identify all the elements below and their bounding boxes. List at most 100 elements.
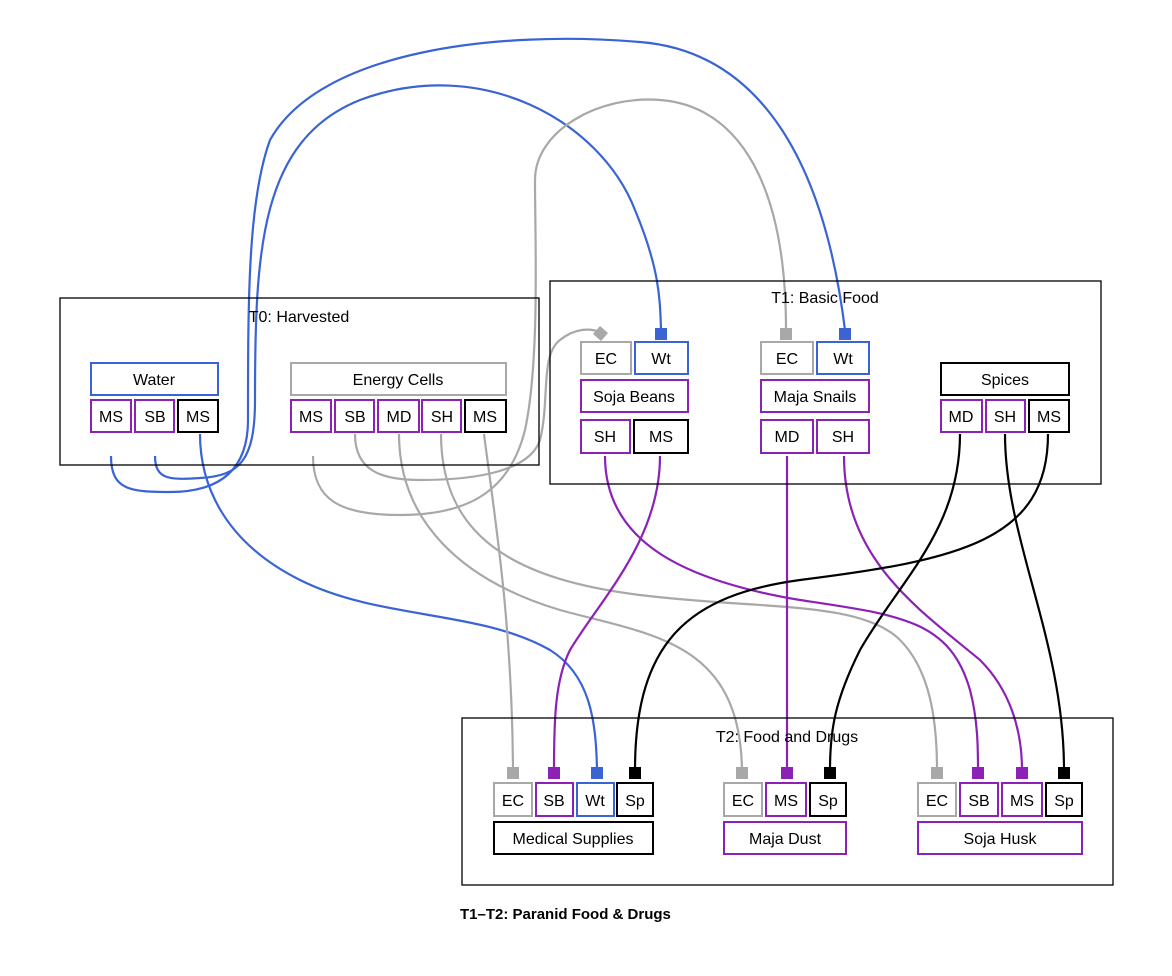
port-maja-snails-out-sh[interactable]: SH xyxy=(816,419,870,454)
port-energy-out-ms-purple[interactable]: MS xyxy=(290,399,332,433)
port-water-out-ms-purple[interactable]: MS xyxy=(90,399,132,433)
node-water[interactable]: Water MS SB MS xyxy=(90,362,219,433)
arrowhead-soja-beans-ec xyxy=(593,326,608,341)
port-label: SH xyxy=(594,429,616,446)
node-maja-snails[interactable]: EC Wt Maja Snails MD SH xyxy=(760,341,870,454)
arrowhead-maja-dust-ms xyxy=(781,767,793,779)
node-medical-supplies[interactable]: EC SB Wt Sp Medical Supplies xyxy=(493,782,654,855)
port-spices-out-md[interactable]: MD xyxy=(940,399,983,433)
arrowhead-medical-supplies-sb xyxy=(548,767,560,779)
edge-water-to-soja-beans-wt xyxy=(153,84,663,480)
edge-spices-to-soja-husk-sp xyxy=(1003,433,1066,771)
port-label: MS xyxy=(649,429,673,446)
port-maja-dust-in-sp[interactable]: Sp xyxy=(809,782,847,817)
port-soja-beans-in-ec[interactable]: EC xyxy=(580,341,632,375)
port-label: Sp xyxy=(818,793,838,810)
node-soja-beans-label: Soja Beans xyxy=(593,389,675,406)
edge-water-to-medical-supplies-wt xyxy=(198,433,599,771)
node-soja-husk[interactable]: EC SB MS Sp Soja Husk xyxy=(917,782,1083,855)
port-water-out-ms-black[interactable]: MS xyxy=(177,399,219,433)
port-label: MS xyxy=(299,409,323,426)
port-maja-dust-in-ec[interactable]: EC xyxy=(723,782,763,817)
edge-spices-to-medical-supplies-sp xyxy=(633,433,1050,771)
port-label: Sp xyxy=(1054,793,1074,810)
port-maja-dust-in-ms[interactable]: MS xyxy=(765,782,807,817)
port-soja-beans-out-sh[interactable]: SH xyxy=(580,419,631,454)
port-spices-out-sh[interactable]: SH xyxy=(985,399,1026,433)
port-label: SB xyxy=(344,409,365,426)
port-label: MD xyxy=(387,409,412,426)
port-label: Wt xyxy=(585,793,605,810)
port-soja-beans-in-wt[interactable]: Wt xyxy=(634,341,689,375)
edge-energy-to-medical-supplies-ec xyxy=(482,433,515,771)
arrowhead-soja-husk-ms xyxy=(1016,767,1028,779)
port-medical-supplies-in-sb[interactable]: SB xyxy=(535,782,574,817)
port-medical-supplies-in-ec[interactable]: EC xyxy=(493,782,533,817)
diagram-caption: T1–T2: Paranid Food & Drugs xyxy=(460,906,671,923)
port-label: MS xyxy=(1010,793,1034,810)
port-label: SH xyxy=(994,409,1016,426)
arrowhead-soja-beans-wt xyxy=(655,328,667,340)
arrowhead-soja-husk-sp xyxy=(1058,767,1070,779)
node-spices-label: Spices xyxy=(981,372,1029,389)
port-label: MD xyxy=(775,429,800,446)
port-energy-out-sh[interactable]: SH xyxy=(421,399,462,433)
port-soja-husk-in-ms[interactable]: MS xyxy=(1001,782,1043,817)
node-soja-husk-label: Soja Husk xyxy=(964,831,1038,848)
port-energy-out-sb[interactable]: SB xyxy=(334,399,375,433)
node-medical-supplies-label: Medical Supplies xyxy=(513,831,634,848)
arrowhead-medical-supplies-sp xyxy=(629,767,641,779)
port-medical-supplies-in-sp[interactable]: Sp xyxy=(616,782,654,817)
node-maja-dust[interactable]: EC MS Sp Maja Dust xyxy=(723,782,847,855)
port-maja-snails-in-wt[interactable]: Wt xyxy=(816,341,870,375)
port-label: EC xyxy=(502,793,524,810)
node-soja-beans[interactable]: EC Wt Soja Beans SH MS xyxy=(580,341,689,454)
arrowhead-medical-supplies-ec xyxy=(507,767,519,779)
port-label: SB xyxy=(968,793,989,810)
arrowhead-maja-snails-wt xyxy=(839,328,851,340)
edge-energy-to-maja-snails-ec xyxy=(311,98,788,517)
port-label: SH xyxy=(832,429,854,446)
cluster-t0-label: T0: Harvested xyxy=(249,309,349,326)
port-maja-snails-in-ec[interactable]: EC xyxy=(760,341,814,375)
edge-energy-to-soja-husk-ec xyxy=(439,433,939,771)
port-label: EC xyxy=(926,793,948,810)
node-water-label: Water xyxy=(133,372,176,389)
node-maja-dust-label: Maja Dust xyxy=(749,831,822,848)
arrowhead-maja-snails-ec xyxy=(780,328,792,340)
node-spices[interactable]: Spices MD SH MS xyxy=(940,362,1070,433)
port-energy-out-ms-black[interactable]: MS xyxy=(464,399,507,433)
port-soja-husk-in-sp[interactable]: Sp xyxy=(1045,782,1083,817)
port-energy-out-md[interactable]: MD xyxy=(377,399,420,433)
port-label: EC xyxy=(595,351,617,368)
port-medical-supplies-in-wt[interactable]: Wt xyxy=(576,782,615,817)
cluster-t2: T2: Food and Drugs EC SB Wt Sp Medical S… xyxy=(461,717,1114,886)
port-label: MS xyxy=(186,409,210,426)
port-label: SB xyxy=(543,793,564,810)
port-soja-husk-in-ec[interactable]: EC xyxy=(917,782,957,817)
port-spices-out-ms[interactable]: MS xyxy=(1028,399,1070,433)
node-maja-snails-label: Maja Snails xyxy=(774,389,857,406)
port-label: MD xyxy=(949,409,974,426)
arrowhead-maja-dust-sp xyxy=(824,767,836,779)
port-soja-husk-in-sb[interactable]: SB xyxy=(959,782,999,817)
node-energy-cells-label: Energy Cells xyxy=(353,372,444,389)
port-label: SB xyxy=(144,409,165,426)
port-label: EC xyxy=(776,351,798,368)
edge-energy-to-soja-beans-ec xyxy=(353,328,601,482)
edge-soja-beans-to-soja-husk-sb xyxy=(603,455,980,771)
port-soja-beans-out-ms[interactable]: MS xyxy=(633,419,689,454)
arrowhead-soja-husk-sb xyxy=(972,767,984,779)
arrowhead-maja-dust-ec xyxy=(736,767,748,779)
port-maja-snails-out-md[interactable]: MD xyxy=(760,419,814,454)
edge-maja-snails-to-soja-husk-ms xyxy=(842,455,1024,771)
edge-soja-beans-to-medical-supplies-sb xyxy=(552,455,662,771)
port-water-out-sb[interactable]: SB xyxy=(134,399,175,433)
arrowhead-medical-supplies-wt xyxy=(591,767,603,779)
port-label: Sp xyxy=(625,793,645,810)
node-energy-cells[interactable]: Energy Cells MS SB MD SH MS xyxy=(290,362,507,433)
port-label: MS xyxy=(99,409,123,426)
cluster-t2-label: T2: Food and Drugs xyxy=(716,729,858,746)
cluster-t0: T0: Harvested Water MS SB MS Energy Cell… xyxy=(59,297,540,466)
